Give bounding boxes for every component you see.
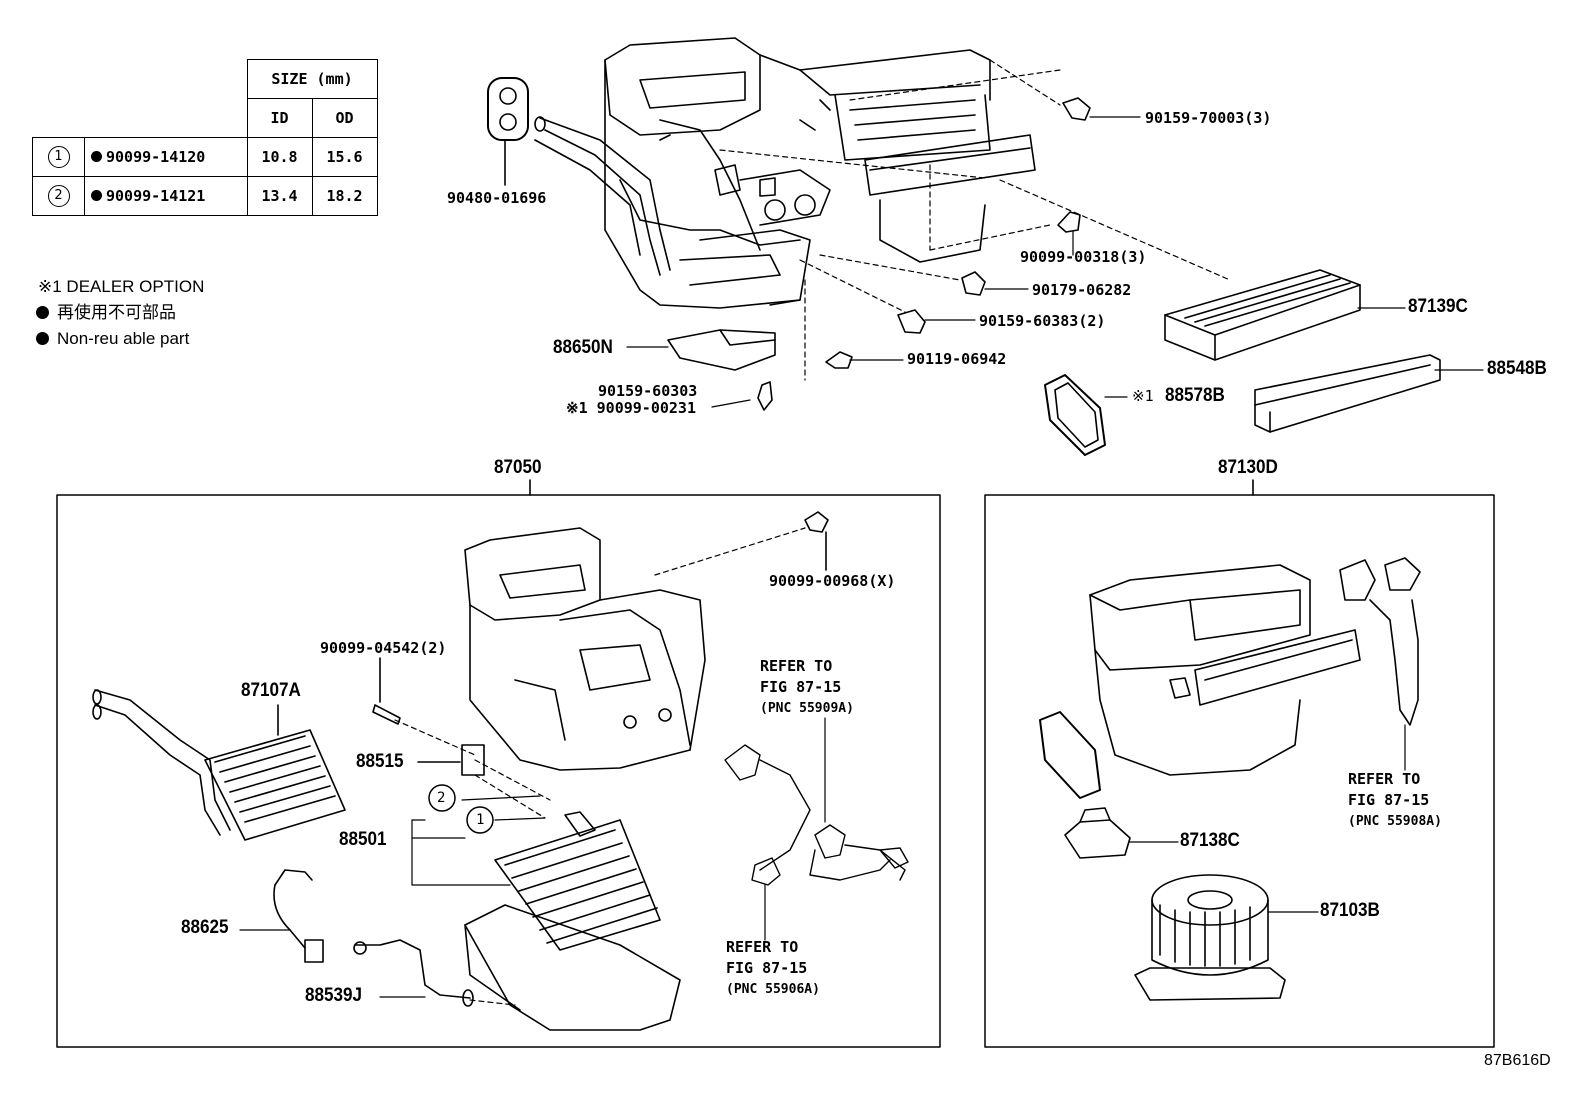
non-reusable-icon bbox=[91, 190, 102, 201]
row-id: 13.4 bbox=[246, 176, 313, 216]
size-table: SIZE (mm) ID OD 1 90099-14120 10.8 15.6 … bbox=[32, 59, 378, 216]
col-od-header: OD bbox=[311, 98, 378, 138]
label-90159-60303: 90159-60303 bbox=[598, 382, 698, 400]
table-row: 1 90099-14120 10.8 15.6 bbox=[32, 137, 378, 177]
sensor-88539J-drawing bbox=[353, 939, 474, 1007]
row-od: 18.2 bbox=[311, 176, 378, 216]
col-id-header: ID bbox=[246, 98, 313, 138]
table-row: 2 90099-14121 13.4 18.2 bbox=[32, 176, 378, 216]
label-90099-04542: 90099-04542(2) bbox=[320, 639, 447, 657]
label-88515: 88515 bbox=[356, 751, 404, 772]
callout-2-circle bbox=[428, 784, 456, 812]
label-87103B: 87103B bbox=[1320, 900, 1380, 921]
label-88578B-mark: ※1 bbox=[1132, 387, 1154, 405]
row-part: 90099-14120 bbox=[106, 148, 206, 166]
callout-1-circle bbox=[466, 806, 494, 834]
servo-harness-drawing bbox=[724, 744, 909, 886]
row-part: 90099-14121 bbox=[106, 187, 206, 205]
bullet-icon bbox=[36, 332, 49, 345]
row-index: 2 bbox=[47, 185, 70, 207]
cover-88548B-drawing bbox=[1254, 354, 1441, 433]
legend-non-reusable-jp: 再使用不可部品 bbox=[36, 304, 176, 321]
resistor-87138C-drawing bbox=[1064, 807, 1131, 859]
evaporator-drawing bbox=[494, 811, 661, 951]
hvac-unit-drawing bbox=[534, 37, 1036, 309]
row-index: 1 bbox=[47, 146, 70, 168]
lower-case-drawing bbox=[464, 904, 681, 1031]
fasteners-top bbox=[757, 97, 1091, 411]
label-87050: 87050 bbox=[494, 457, 542, 478]
label-88501: 88501 bbox=[339, 829, 387, 850]
label-90179-06282: 90179-06282 bbox=[1032, 281, 1132, 299]
label-88650N: 88650N bbox=[553, 337, 613, 358]
sensor-88625-drawing bbox=[273, 869, 324, 963]
box-87050 bbox=[56, 494, 941, 1048]
callout-1-label: 1 bbox=[476, 812, 485, 828]
valve-88515-drawing bbox=[461, 744, 485, 776]
label-90099-00231: ※1 90099-00231 bbox=[566, 399, 696, 417]
non-reusable-icon bbox=[91, 151, 102, 162]
legend-non-reusable-en: Non-reu able part bbox=[36, 330, 189, 347]
callout-2-label: 2 bbox=[437, 790, 446, 806]
label-90159-60383: 90159-60383(2) bbox=[979, 312, 1106, 330]
row-id: 10.8 bbox=[246, 137, 313, 177]
label-88578B: 88578B bbox=[1165, 385, 1225, 406]
blower-harness-drawing bbox=[1339, 557, 1421, 726]
filter-87139C-drawing bbox=[1164, 269, 1361, 361]
label-90159-70003: 90159-70003(3) bbox=[1145, 109, 1272, 127]
heater-case-drawing bbox=[464, 527, 706, 771]
label-90480-01696: 90480-01696 bbox=[447, 189, 547, 207]
legend-dealer-option: ※1 DEALER OPTION bbox=[38, 277, 205, 296]
label-90099-00318: 90099-00318(3) bbox=[1020, 248, 1147, 266]
blower-motor-drawing bbox=[1134, 874, 1286, 1001]
size-header: SIZE (mm) bbox=[246, 59, 378, 99]
label-88548B: 88548B bbox=[1487, 358, 1547, 379]
label-87107A: 87107A bbox=[241, 680, 301, 701]
bullet-icon bbox=[36, 306, 49, 319]
label-90099-00968: 90099-00968(X) bbox=[769, 572, 896, 590]
label-88539J: 88539J bbox=[305, 985, 363, 1006]
figure-id: 87B616D bbox=[1484, 1052, 1551, 1069]
label-90119-06942: 90119-06942 bbox=[907, 350, 1007, 368]
heater-core-drawing bbox=[92, 689, 346, 841]
label-87138C: 87138C bbox=[1180, 830, 1240, 851]
row-od: 15.6 bbox=[311, 137, 378, 177]
blower-unit-drawing bbox=[1039, 564, 1361, 799]
grommet-drawing bbox=[487, 77, 529, 186]
label-87139C: 87139C bbox=[1408, 296, 1468, 317]
seal-88578B-drawing bbox=[1044, 374, 1106, 456]
box-87130D bbox=[984, 494, 1495, 1048]
label-88625: 88625 bbox=[181, 917, 229, 938]
label-87130D: 87130D bbox=[1218, 457, 1278, 478]
part-88650N-drawing bbox=[667, 329, 776, 371]
